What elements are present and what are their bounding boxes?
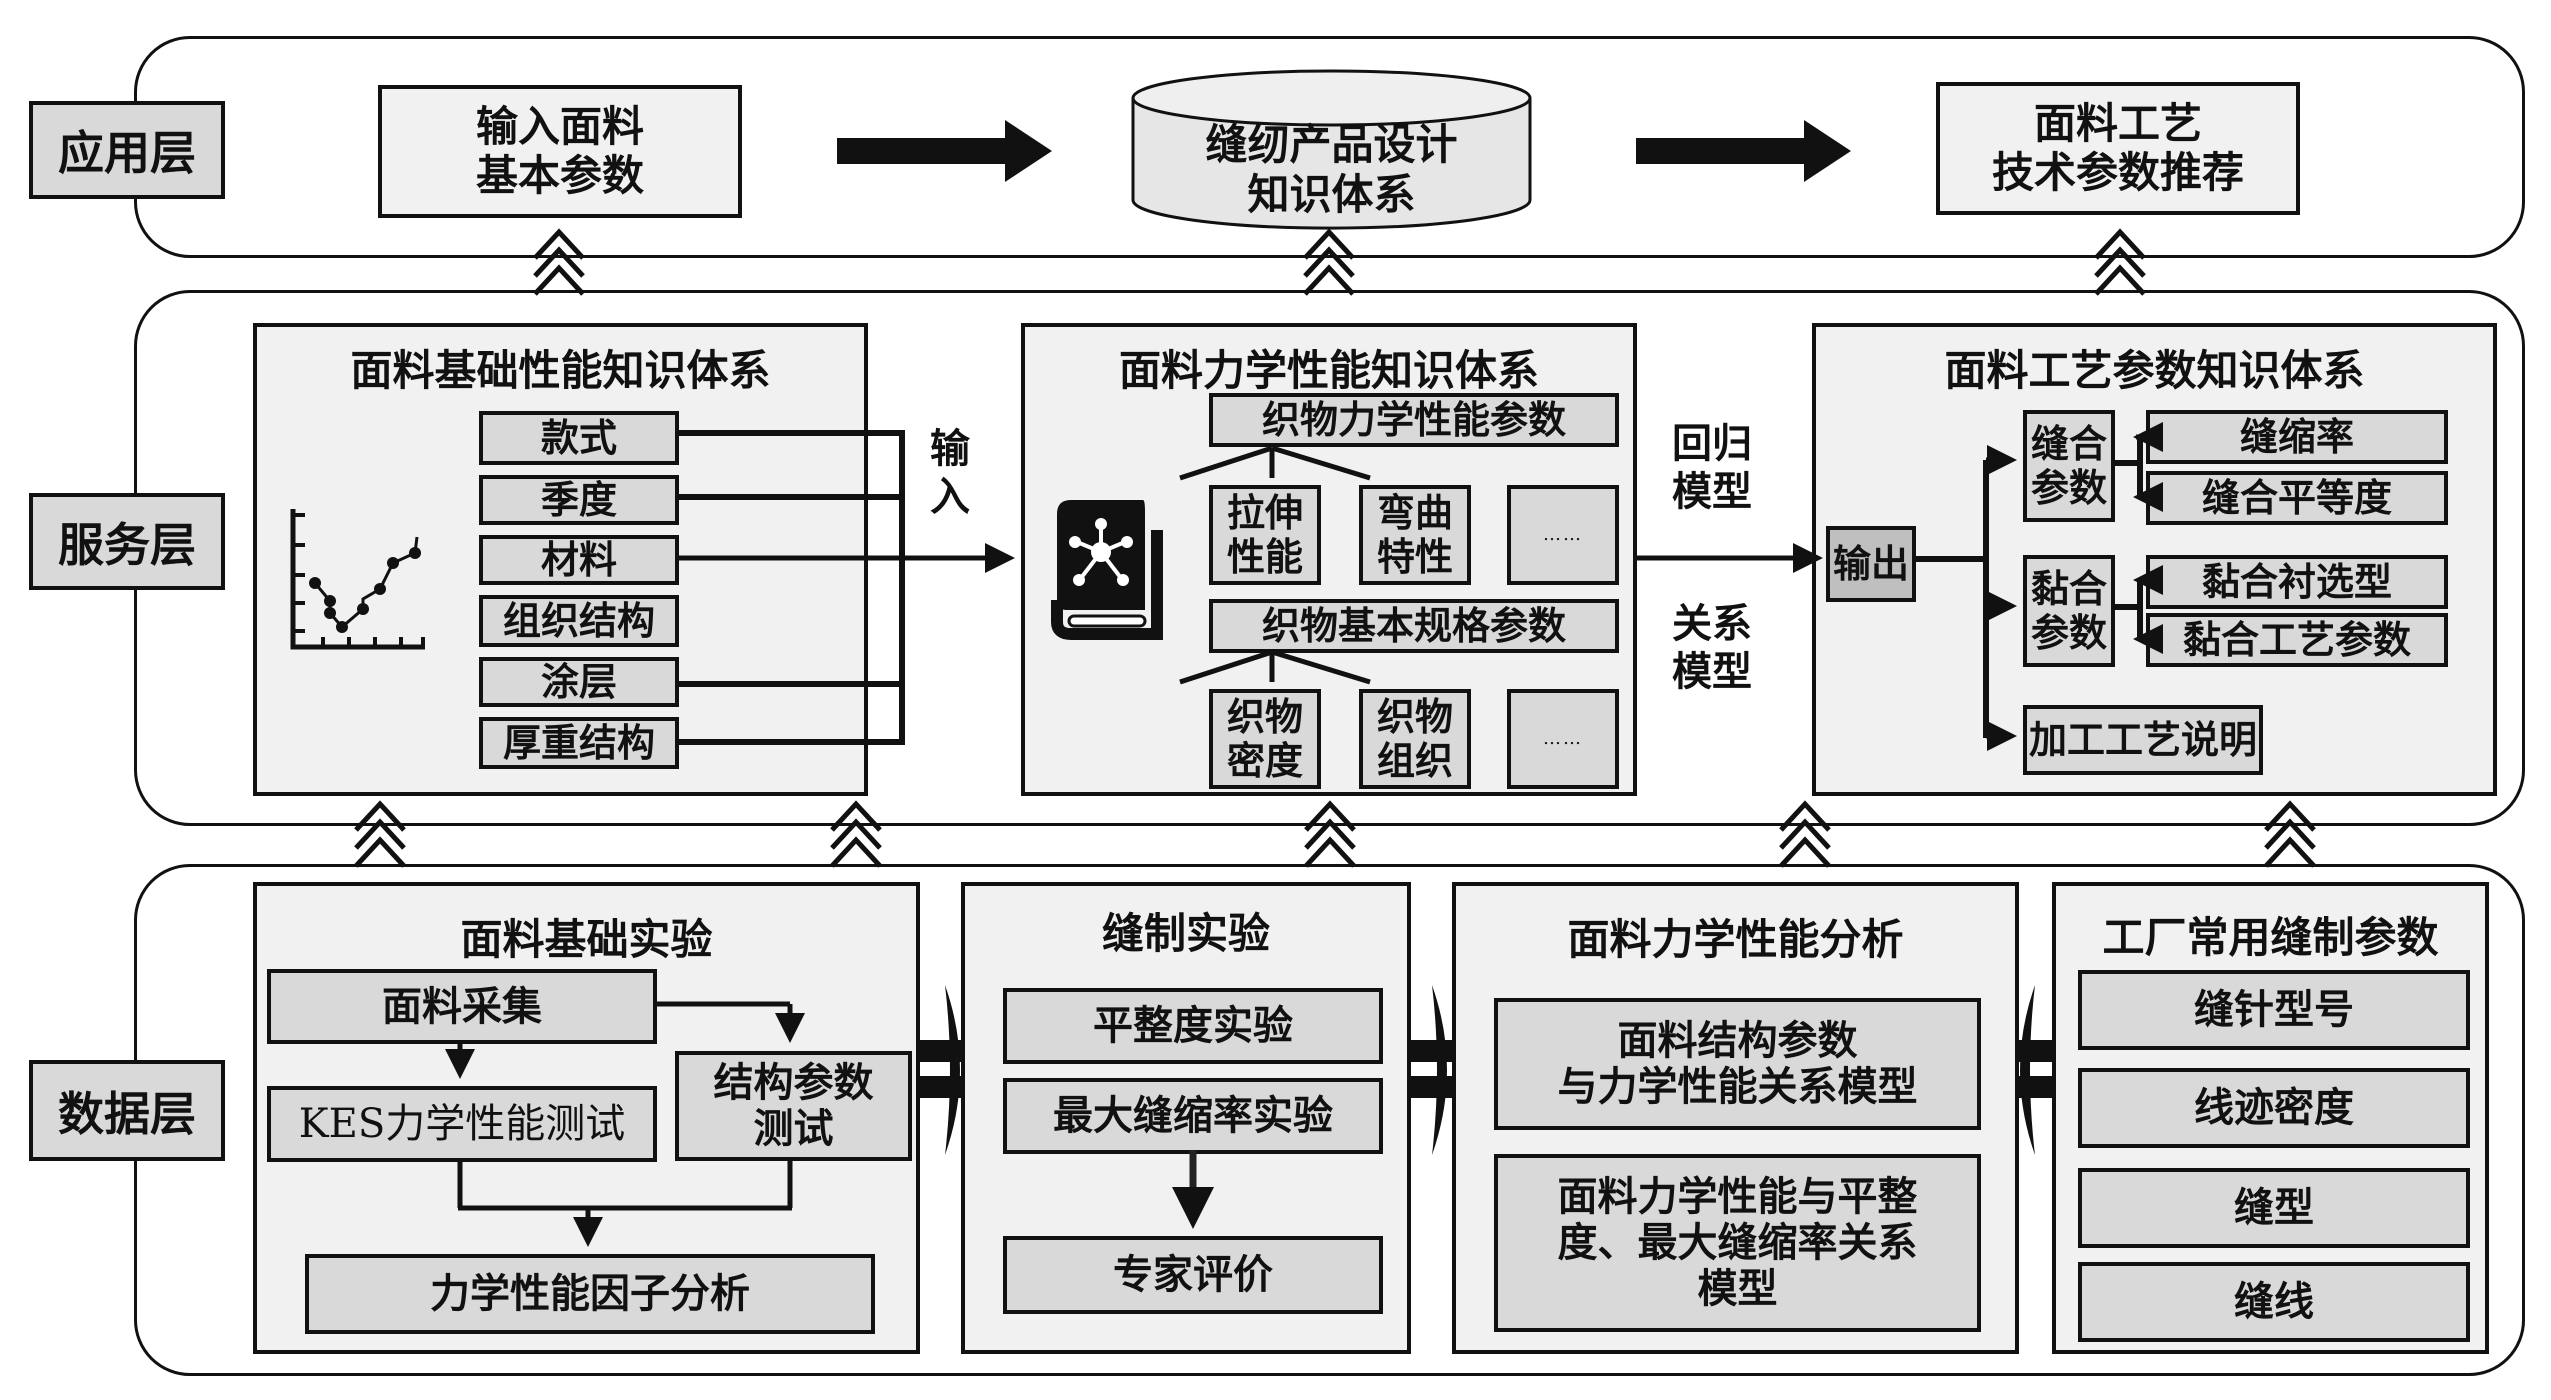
- bending-line1: 弯曲: [1376, 490, 1453, 536]
- structure-param-test-box: 结构参数 测试: [675, 1051, 912, 1161]
- basic-performance-panel: 面料基础性能知识体系 款式 季度 材料 组织结构 涂层 厚重结构: [253, 323, 868, 796]
- max-shrinkage-experiment-box: 最大缝缩率实验: [1003, 1078, 1383, 1154]
- bonding-params-line2: 参数: [2030, 610, 2107, 655]
- fabric-basic-experiment-panel: 面料基础实验 面料采集 KES力学性能测试 结构参数 测试 力学性能因子分析: [253, 882, 920, 1354]
- process-params-panel: 面料工艺参数知识体系 输出 缝合 参数 缝缩率 缝合平等度 黏合 参数 黏合衬选…: [1812, 323, 2497, 796]
- input-label: 输 入: [930, 425, 970, 521]
- expert-evaluation-box: 专家评价: [1003, 1236, 1383, 1314]
- application-layer-label: 应用层: [29, 101, 225, 199]
- sewing-params-line1: 缝合: [2030, 421, 2107, 467]
- interlining-selection-box: 黏合衬选型: [2146, 555, 2448, 609]
- knowledge-db-cylinder: 缝纫产品设计 知识体系: [1130, 68, 1533, 230]
- bonding-process-params-box: 黏合工艺参数: [2146, 613, 2448, 667]
- input-label-char1: 输: [930, 425, 970, 472]
- fabric-basic-experiment-title: 面料基础实验: [460, 915, 713, 964]
- relation-model-label: 关系 模型: [1672, 600, 1752, 696]
- sewing-params-box: 缝合 参数: [2023, 410, 2115, 522]
- basic-item-coating: 涂层: [479, 657, 679, 707]
- structure-mechanics-model-box: 面料结构参数 与力学性能关系模型: [1494, 998, 1981, 1130]
- model1-line2: 与力学性能关系模型: [1557, 1063, 1918, 1110]
- mechanics-panel: 面料力学性能知识体系 织物力学性能参数 拉伸 性能 弯曲 特性 …… 织物基本规…: [1021, 323, 1637, 796]
- mechanics-flatness-model-box: 面料力学性能与平整 度、最大缝缩率关系 模型: [1494, 1154, 1981, 1332]
- spec-more-box: ……: [1507, 689, 1619, 789]
- weave-line2: 组织: [1376, 738, 1453, 783]
- process-params-title: 面料工艺参数知识体系: [1944, 346, 2365, 395]
- seam-shrinkage-box: 缝缩率: [2146, 410, 2448, 464]
- sewing-params-line2: 参数: [2030, 465, 2107, 510]
- process-note-box: 加工工艺说明: [2023, 705, 2263, 775]
- factory-params-title: 工厂常用缝制参数: [2102, 913, 2439, 962]
- flatness-experiment-box: 平整度实验: [1003, 988, 1383, 1064]
- kes-test-box: KES力学性能测试: [267, 1086, 657, 1162]
- input-fabric-params-box: 输入面料 基本参数: [378, 85, 742, 218]
- model2-line1: 面料力学性能与平整: [1557, 1173, 1918, 1220]
- mechanics-panel-title: 面料力学性能知识体系: [1118, 346, 1539, 395]
- process-recommend-box: 面料工艺 技术参数推荐: [1936, 82, 2300, 215]
- basic-performance-title: 面料基础性能知识体系: [350, 346, 771, 395]
- model2-line3: 模型: [1697, 1265, 1778, 1312]
- sewing-experiment-panel: 缝制实验 平整度实验 最大缝缩率实验 专家评价: [961, 882, 1411, 1354]
- relation-label-line2: 模型: [1672, 648, 1752, 695]
- mechanics-more-box: ……: [1507, 485, 1619, 585]
- recommend-box-line1: 面料工艺: [2033, 99, 2202, 149]
- fabric-spec-params-header: 织物基本规格参数: [1209, 599, 1619, 653]
- basic-item-material: 材料: [479, 535, 679, 585]
- weave-line1: 织物: [1376, 694, 1453, 740]
- factory-params-panel: 工厂常用缝制参数 缝针型号 线迹密度 缝型 缝线: [2052, 882, 2489, 1354]
- knowledge-db-line2: 知识体系: [1247, 170, 1416, 220]
- seam-type-box: 缝型: [2078, 1168, 2470, 1248]
- database-icon: [1131, 69, 1532, 230]
- fabric-weave-box: 织物 组织: [1359, 689, 1471, 789]
- regression-model-label: 回归 模型: [1672, 420, 1752, 516]
- regression-label-line1: 回归: [1672, 420, 1752, 467]
- basic-item-heavy-structure: 厚重结构: [479, 717, 679, 769]
- factor-analysis-box: 力学性能因子分析: [305, 1254, 875, 1334]
- line-chart-icon: [290, 509, 425, 650]
- density-line2: 密度: [1226, 738, 1303, 783]
- tensile-line2: 性能: [1226, 534, 1303, 579]
- bonding-params-line1: 黏合: [2030, 566, 2107, 612]
- bending-line2: 特性: [1376, 534, 1453, 579]
- bending-property-box: 弯曲 特性: [1359, 485, 1471, 585]
- fabric-mechanics-params-header: 织物力学性能参数: [1209, 393, 1619, 447]
- needle-type-box: 缝针型号: [2078, 970, 2470, 1050]
- struct-test-line1: 结构参数: [713, 1059, 874, 1106]
- recommend-box-line2: 技术参数推荐: [1991, 147, 2244, 197]
- knowledge-db-line1: 缝纫产品设计: [1205, 120, 1458, 169]
- input-box-line2: 基本参数: [475, 150, 644, 200]
- thread-box: 缝线: [2078, 1262, 2470, 1342]
- relation-label-line1: 关系: [1672, 600, 1752, 647]
- basic-item-style: 款式: [479, 411, 679, 465]
- data-layer-label: 数据层: [29, 1060, 225, 1161]
- basic-item-season: 季度: [479, 475, 679, 525]
- knowledge-book-icon: [1051, 500, 1163, 640]
- bonding-params-box: 黏合 参数: [2023, 555, 2115, 667]
- input-box-line1: 输入面料: [475, 102, 644, 152]
- fabric-collection-box: 面料采集: [267, 969, 657, 1044]
- fabric-density-box: 织物 密度: [1209, 689, 1321, 789]
- density-line1: 织物: [1226, 694, 1303, 740]
- mechanics-analysis-title: 面料力学性能分析: [1567, 915, 1904, 964]
- basic-item-weave-structure: 组织结构: [479, 595, 679, 647]
- model2-line2: 度、最大缝缩率关系: [1557, 1219, 1918, 1266]
- model1-line1: 面料结构参数: [1617, 1017, 1858, 1064]
- stitch-density-box: 线迹密度: [2078, 1068, 2470, 1148]
- sewing-experiment-title: 缝制实验: [1101, 909, 1270, 958]
- tensile-property-box: 拉伸 性能: [1209, 485, 1321, 585]
- struct-test-line2: 测试: [753, 1105, 834, 1152]
- seam-evenness-box: 缝合平等度: [2146, 471, 2448, 525]
- output-box: 输出: [1826, 526, 1916, 602]
- input-label-char2: 入: [930, 473, 970, 520]
- service-layer-label: 服务层: [29, 493, 225, 590]
- regression-label-line2: 模型: [1672, 468, 1752, 515]
- mechanics-analysis-panel: 面料力学性能分析 面料结构参数 与力学性能关系模型 面料力学性能与平整 度、最大…: [1452, 882, 2019, 1354]
- tensile-line1: 拉伸: [1226, 490, 1303, 536]
